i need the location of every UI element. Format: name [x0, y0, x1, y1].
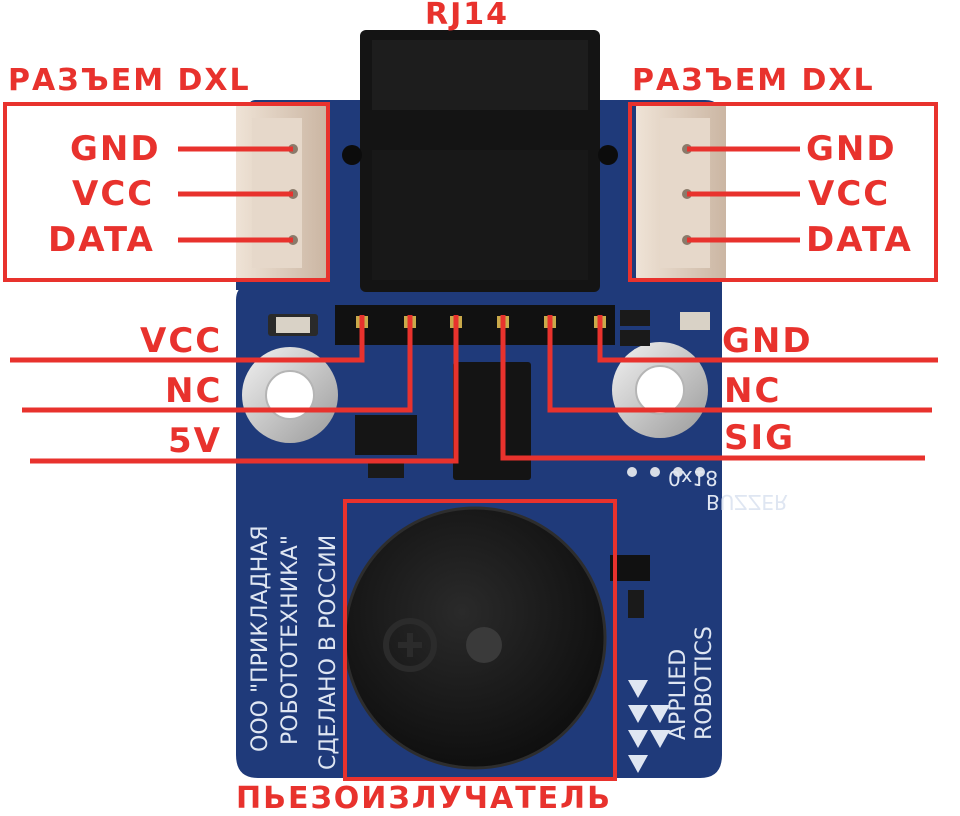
label-piezo: ПЬЕЗОИЗЛУЧАТЕЛЬ	[236, 781, 612, 816]
label-dxl-left: РАЗЪЕМ DXL	[8, 63, 251, 98]
leader-header-5v	[30, 315, 459, 464]
piezo-buzzer-plus-marking	[383, 618, 437, 672]
leader-header-sig	[500, 315, 925, 461]
silk-brand-line2: ROBOTICS	[692, 626, 717, 740]
leader-header-gnd	[597, 315, 938, 363]
smd-transistor	[355, 415, 417, 455]
silk-company-line2: РОБОТОТЕХНИКА"	[278, 535, 303, 745]
leader-lines	[10, 146, 938, 464]
mount-peg-left	[342, 145, 362, 165]
silk-made-in: СДЕЛАНО В РОССИИ	[316, 534, 341, 770]
label-header-5v: 5V	[168, 421, 222, 461]
smd-cap-a	[620, 310, 650, 326]
mount-peg-right	[598, 145, 618, 165]
buzzer-box	[343, 499, 617, 781]
label-header-nc-left: NC	[165, 371, 223, 411]
smd-cap-f	[368, 462, 404, 478]
label-header-vcc: VCC	[140, 321, 223, 361]
rj14-connector-face	[372, 40, 588, 110]
applied-robotics-logo	[628, 680, 670, 773]
leader-header-nc-right	[547, 315, 932, 413]
label-left-gnd: GND	[70, 129, 161, 169]
main-ic	[453, 362, 531, 480]
silk-company-line1: ООО "ПРИКЛАДНАЯ	[248, 525, 273, 752]
label-left-vcc: VCC	[72, 174, 155, 214]
label-right-data: DATA	[806, 220, 913, 260]
smd-cap-c	[680, 312, 710, 330]
label-left-data: DATA	[48, 220, 155, 260]
silk-module-addr: 0x18	[668, 466, 719, 490]
rj14-connector-latch	[372, 150, 588, 280]
smd-resistor-1-cap	[276, 317, 310, 333]
leader-header-vcc	[10, 315, 365, 363]
leader-header-nc-left	[22, 315, 413, 413]
label-right-vcc: VCC	[808, 174, 891, 214]
smd-cap-b	[620, 330, 650, 346]
piezo-buzzer-sound-hole	[466, 627, 502, 663]
silk-brand-line1: APPLIED	[666, 648, 691, 740]
label-rj14: RJ14	[425, 0, 510, 32]
label-header-gnd: GND	[722, 321, 813, 361]
mounting-hole-right-inner	[635, 365, 685, 415]
piezo-buzzer-plus-sign	[398, 633, 422, 657]
pin-header	[335, 305, 615, 345]
dxl-box-right	[628, 102, 938, 282]
test-pads	[627, 467, 705, 477]
label-header-nc-right: NC	[724, 371, 782, 411]
dxl-box-left	[3, 102, 330, 282]
label-dxl-right: РАЗЪЕМ DXL	[632, 63, 875, 98]
silk-module-name: BUZZER	[706, 490, 788, 514]
mounting-hole-left-inner	[265, 370, 315, 420]
label-right-gnd: GND	[806, 129, 897, 169]
smd-cap-e	[628, 590, 644, 618]
label-header-sig: SIG	[724, 418, 796, 458]
